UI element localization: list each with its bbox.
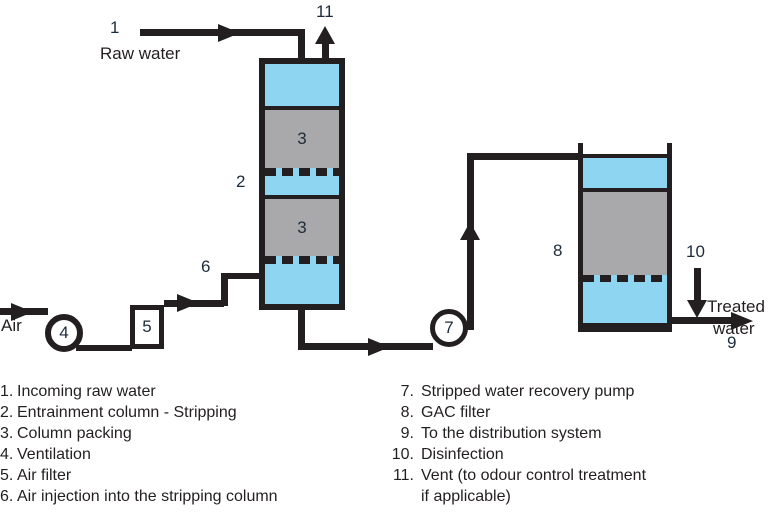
air-label: Air [1,316,22,335]
tank-water-line [583,154,667,158]
legend-item-number: 6. [0,488,14,505]
column-packing-bottom: 3 [265,199,339,256]
legend-column-right: 7. Stripped water recovery pump 8. GAC f… [389,381,777,507]
legend-item-text: Entrainment column - Stripping [17,404,237,421]
arrow-down-icon [687,300,707,318]
legend-item-number: 5. [0,467,14,484]
disinfection-number: 10 [686,242,705,261]
recovery-pump: 7 [430,309,468,347]
legend-item-number [389,486,414,507]
column-outlet-pipe-vertical [298,310,305,350]
legend-item-text: GAC filter [421,404,491,421]
legend-item-number: 1. [0,383,14,400]
legend-item: 9. To the distribution system [389,423,777,444]
legend-item: 8. GAC filter [389,402,777,423]
tank-contents [583,143,667,323]
air-injection-number: 6 [201,257,211,276]
legend-item: 2. Entrainment column - Stripping [0,402,386,423]
legend-item-text: Column packing [17,425,132,442]
legend-column-left: 1. Incoming raw water 2. Entrainment col… [0,381,386,507]
tank-headspace [583,143,667,154]
legend-item-number: 7. [400,383,414,400]
arrow-up-icon [460,222,480,240]
pump-riser-pipe [467,155,474,330]
distribution-number: 9 [727,333,737,352]
stripping-column: 3 3 [259,58,345,310]
tank-screen-dashed [583,275,667,282]
column-screen-dashed [265,168,339,176]
legend-item-continuation: if applicable) [389,486,777,507]
air-injection-pipe-vertical [221,273,228,306]
arrow-right-icon [368,338,390,356]
legend-item-number: 8. [400,404,414,421]
arrow-right-icon [177,294,199,312]
legend-item-number: 10. [391,446,414,463]
tank-gac-media [583,192,667,275]
legend-item-text: Air injection into the stripping column [17,488,278,505]
treated-water-label-line2: water [713,319,755,338]
column-water-bottom [265,264,339,304]
tank-wall-right [667,143,672,332]
legend-item-number: 3. [0,425,14,442]
fan-to-filter-pipe [76,345,132,351]
legend-item-number: 2. [0,404,14,421]
arrow-right-icon [731,312,753,330]
legend-item-text: Stripped water recovery pump [421,383,635,400]
tank-wall-left [578,143,583,332]
legend-item: 1. Incoming raw water [0,381,386,402]
legend-item-number: 4. [0,446,14,463]
legend-item-text: Vent (to odour control treatment [421,467,647,484]
legend-item-text: if applicable) [421,488,511,505]
ventilation-number: 4 [59,323,69,342]
legend-item: 6. Air injection into the stripping colu… [0,486,386,507]
legend-item-number: 9. [400,425,414,442]
tank-water-top [583,158,667,188]
vent-number: 11 [316,2,334,21]
legend-item: 7. Stripped water recovery pump [389,381,777,402]
legend-item-number: 11. [392,467,414,484]
air-injection-pipe-top [221,273,262,279]
pump-number: 7 [444,318,454,337]
column-divider [265,195,339,199]
tank-water-bottom [583,282,667,323]
tank-floor [578,323,672,332]
arrow-right-icon [11,303,33,321]
legend-item: 10. Disinfection [389,444,777,465]
legend-item: 11. Vent (to odour control treatment [389,465,777,486]
legend-item-text: Incoming raw water [17,383,156,400]
column-water-middle [265,176,339,195]
legend-item: 3. Column packing [0,423,386,444]
legend-item: 4. Ventilation [0,444,386,465]
gac-filter-tank [578,143,672,332]
column-packing-top: 3 [265,110,339,168]
column-divider [265,106,339,110]
treated-water-label-line1: Treated [707,297,765,316]
column-screen-dashed [265,256,339,264]
vent-pipe [322,42,329,62]
legend-item: 5. Air filter [0,465,386,486]
legend-item-text: Disinfection [421,446,504,463]
air-filter-number: 5 [142,317,152,336]
legend-item-text: To the distribution system [421,425,602,442]
gac-filter-number: 8 [553,241,563,260]
legend-item-text: Ventilation [17,446,91,463]
raw-water-number: 1 [110,18,120,37]
treated-water-pipe [670,317,734,324]
air-filter-box: 5 [130,305,164,349]
raw-water-pipe-vertical [298,29,305,64]
arrow-right-icon [218,24,240,42]
arrow-up-icon [315,26,335,44]
legend-item-text: Air filter [17,467,72,484]
column-water-top [265,64,339,106]
column-outlet-pipe-horizontal [298,343,433,350]
disinfection-pipe [694,268,701,302]
riser-top-pipe [467,153,580,160]
stripping-column-number: 2 [236,172,246,191]
raw-water-label: Raw water [100,44,181,63]
tank-divider [583,188,667,192]
